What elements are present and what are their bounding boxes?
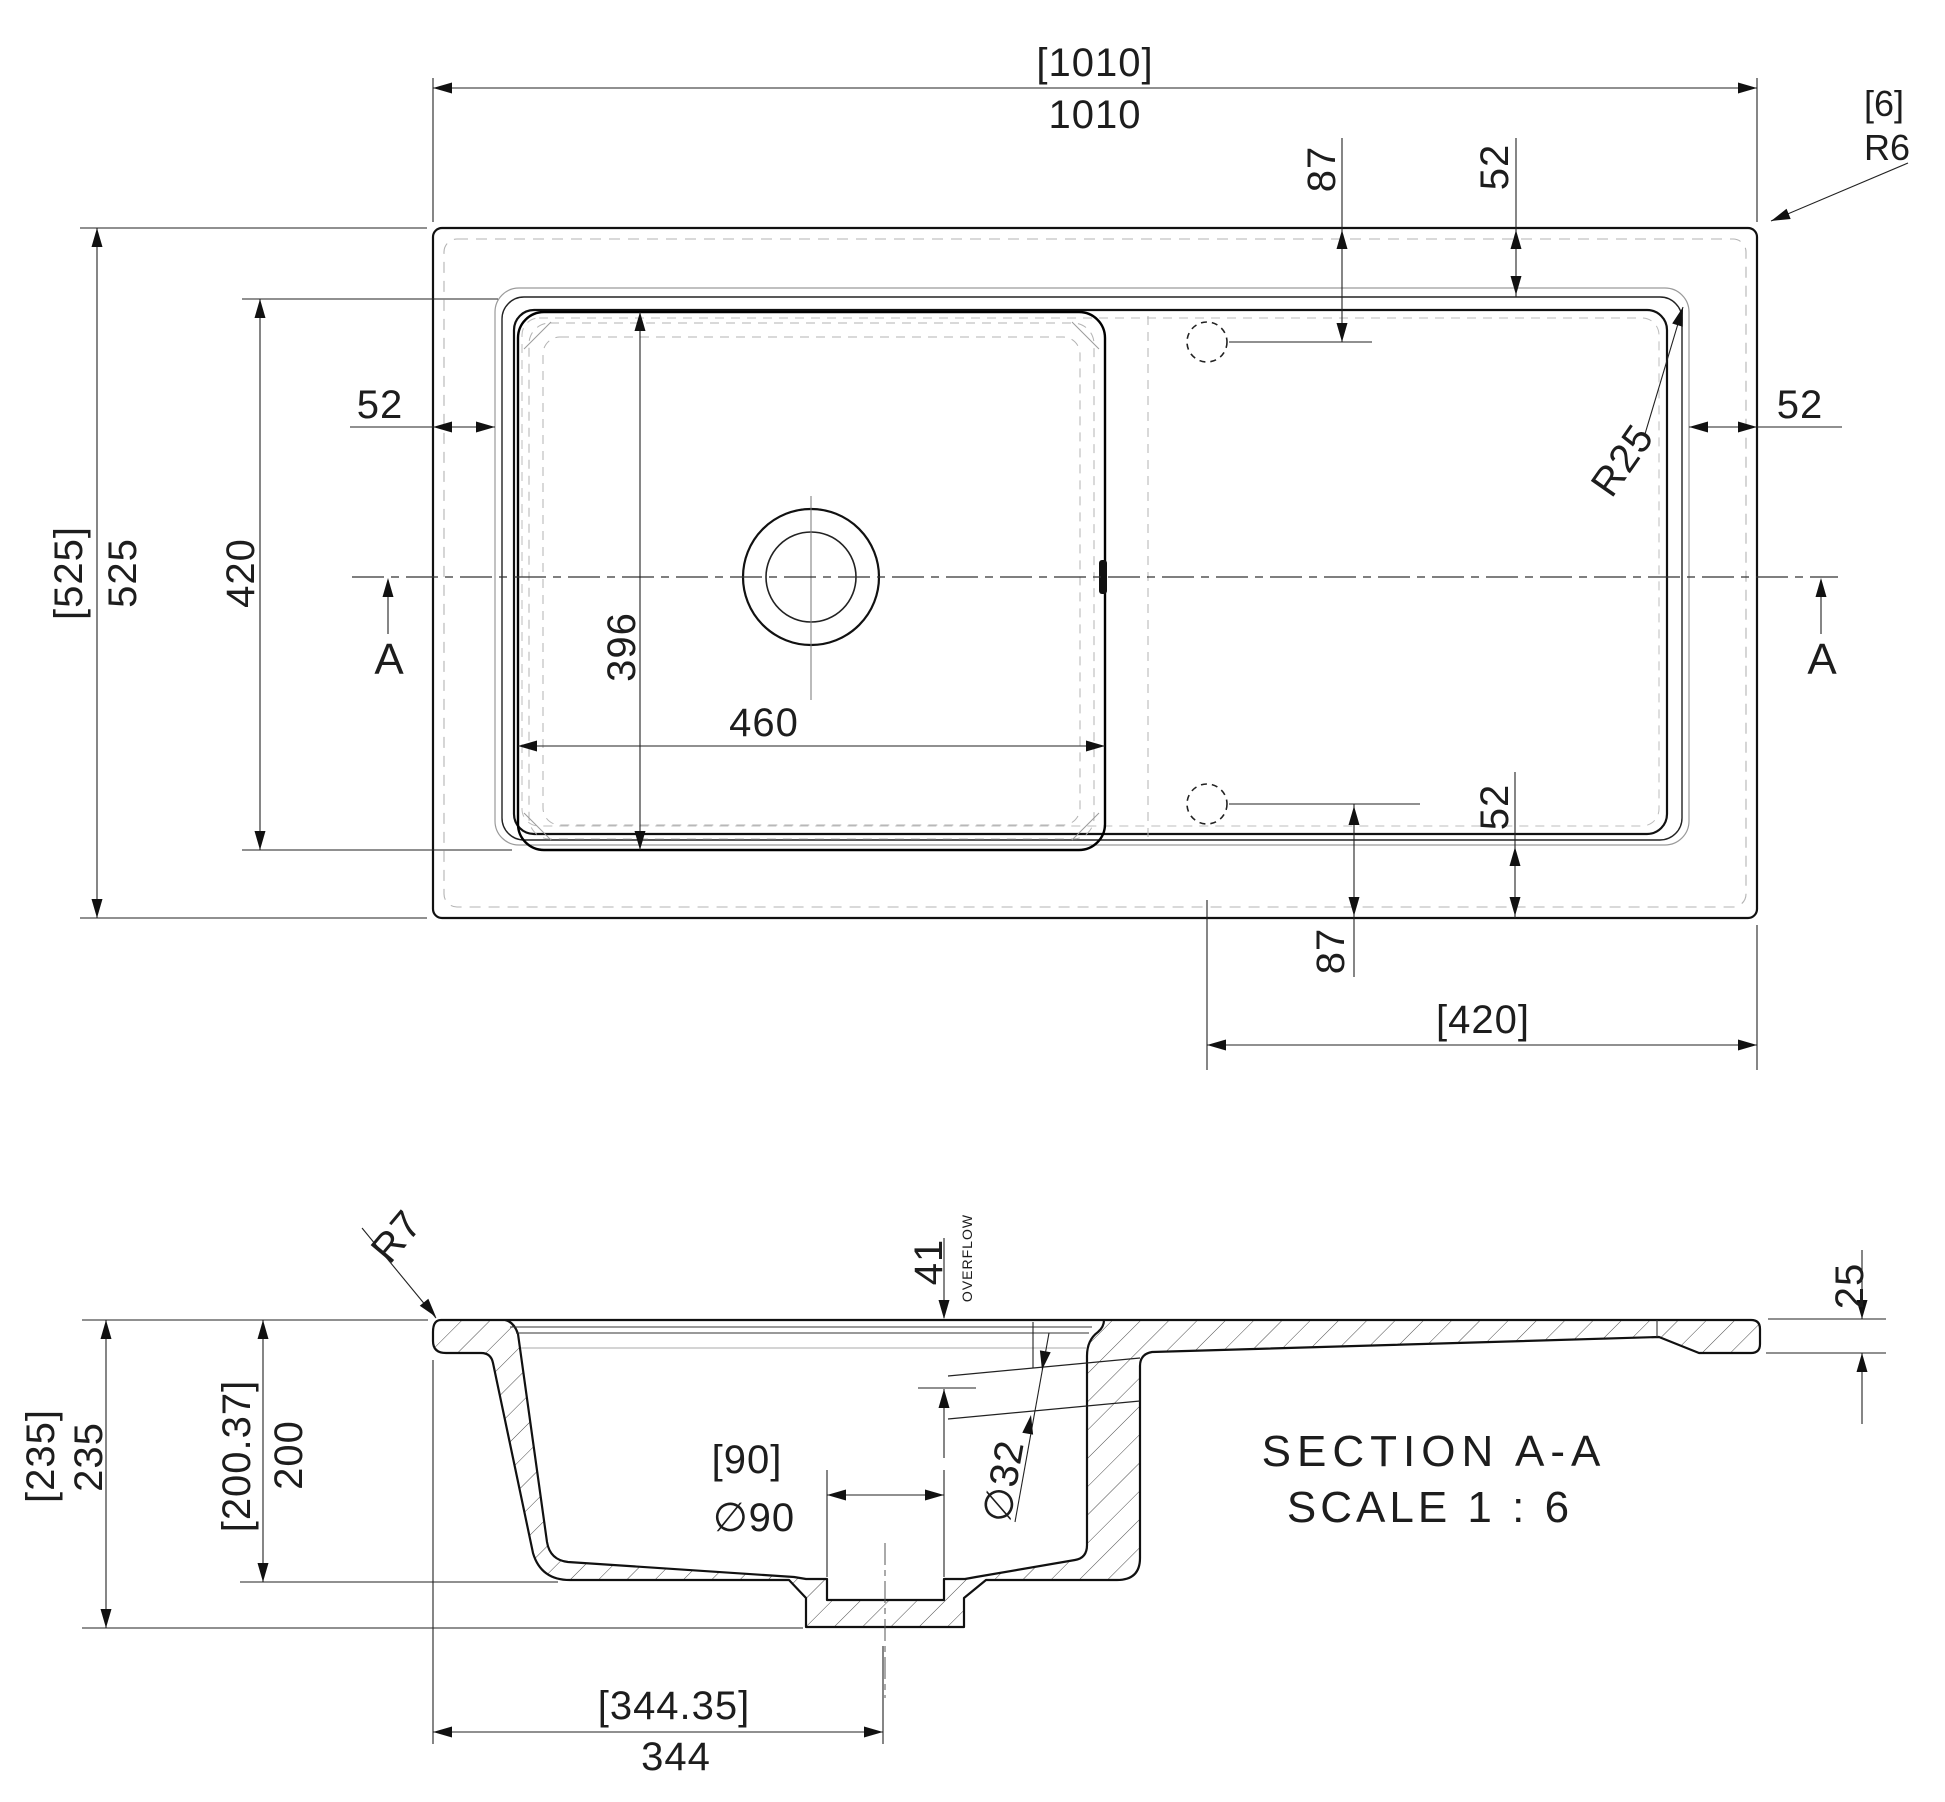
dim-tap-hole-offset-top: 87: [1300, 146, 1344, 193]
dim-bowl-inner-length: 396: [600, 612, 644, 682]
dim-tap-hole-to-edge-ref: [420]: [1436, 998, 1530, 1042]
dim-depth: 525: [101, 538, 145, 608]
dim-drain-position-ref: [344.35]: [598, 1684, 751, 1728]
sink-outline: [431, 226, 1759, 920]
bowl-corner-chamfers: [523, 321, 1100, 841]
labels: [1010] 1010 [6] R6 87 52 [525] 525 420 3…: [19, 41, 1910, 1779]
dim-recess-inset-bottom: 52: [1473, 784, 1517, 831]
dim-overall-height-ref: [235]: [19, 1409, 63, 1503]
overflow-label: OVERFLOW: [959, 1214, 975, 1302]
r6-leader: [1770, 162, 1909, 222]
dim-bowl-depth-ref: [200.37]: [215, 1380, 259, 1533]
recess-mid-edge: [501, 296, 1683, 841]
dim-drainer-thickness: 25: [1828, 1263, 1872, 1310]
dim-overall-width-ref: [1010]: [1036, 41, 1153, 85]
dim-overflow-dia: ∅32: [975, 1437, 1033, 1526]
recess-inner-edge: [512, 308, 1669, 836]
tap-hole-bottom: [1186, 783, 1228, 825]
dim-edge-radius: R6: [1864, 127, 1910, 168]
recess-outer-edge: [494, 287, 1690, 846]
dim-depth-ref: [525]: [47, 526, 91, 620]
dim-bowl-length: 420: [219, 538, 263, 608]
r25-leader: [1644, 306, 1684, 435]
bowl-bottom-edge: [542, 336, 1081, 826]
dim-corner-radius: R25: [1583, 417, 1663, 505]
section-dimension-lines: [82, 1227, 1886, 1744]
dim-bowl-width: 460: [729, 701, 799, 745]
tap-hole-top: [1186, 321, 1228, 363]
plan-dimension-lines: [80, 78, 1909, 1070]
dim-recess-inset-left: 52: [357, 383, 404, 427]
dim-recess-inset-right: 52: [1777, 383, 1824, 427]
dim-drain-recess-dia: ∅90: [713, 1496, 795, 1540]
dim-bowl-depth: 200: [267, 1420, 311, 1490]
dim-overall-width: 1010: [1049, 93, 1142, 137]
overflow-hole-bottom: [947, 1400, 1141, 1420]
section-view: [431, 1318, 1762, 1698]
dim-rim-radius: R7: [363, 1202, 431, 1271]
section-scale: SCALE 1 : 6: [1287, 1483, 1573, 1532]
section-marker-left: A: [374, 635, 404, 684]
dim-recess-inset-top: 52: [1473, 144, 1517, 191]
section-cut-profile: [431, 1318, 1762, 1629]
dim-overall-height: 235: [67, 1422, 111, 1492]
dim-tap-hole-offset-bottom: 87: [1309, 928, 1353, 975]
section-title: SECTION A-A: [1262, 1427, 1607, 1476]
plan-view: [352, 226, 1838, 920]
dim-drain-recess-ref: [90]: [712, 1438, 783, 1482]
dim-overflow-distance: 41: [907, 1239, 951, 1286]
overflow-slot: [1099, 560, 1107, 594]
recess-hidden-edge: [521, 317, 1660, 827]
dim-drain-position: 344: [641, 1735, 711, 1779]
section-marker-right: A: [1807, 635, 1837, 684]
dim-thickness-ref: [6]: [1864, 83, 1904, 124]
overflow-hole-top: [947, 1357, 1141, 1377]
bowl-hidden-edge-1: [528, 322, 1095, 840]
hidden-underside-edge: [443, 238, 1747, 908]
